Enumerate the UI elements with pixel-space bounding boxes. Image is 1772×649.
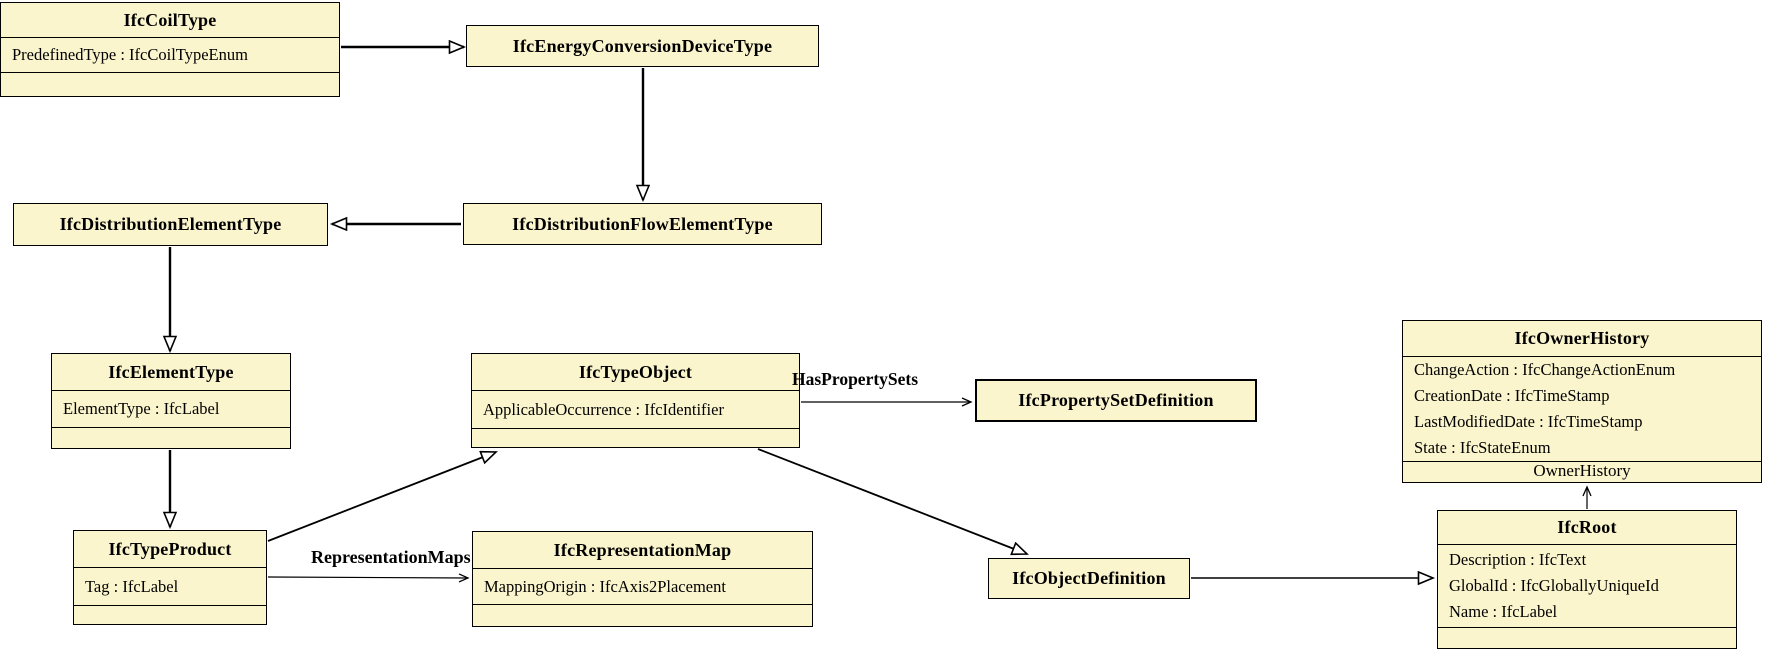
class-attribute: MappingOrigin : IfcAxis2Placement bbox=[484, 576, 726, 596]
class-box-ifcpropertysetdefinition: IfcPropertySetDefinition bbox=[975, 379, 1257, 422]
class-attribute: ChangeAction : IfcChangeActionEnum bbox=[1414, 360, 1676, 379]
edge-assoc-representationmaps bbox=[267, 573, 470, 583]
class-title: IfcOwnerHistory bbox=[1514, 328, 1650, 348]
class-attribute: Tag : IfcLabel bbox=[85, 576, 179, 596]
class-box-ifcroot: IfcRoot Description : IfcText GlobalId :… bbox=[1437, 510, 1737, 649]
edge-gen-typeproduct-to-typeobject bbox=[267, 452, 496, 542]
class-box-ifcenergyconversiondevicetype: IfcEnergyConversionDeviceType bbox=[466, 25, 819, 67]
class-empty-compartment bbox=[1, 72, 339, 96]
class-box-ifcrepresentationmap: IfcRepresentationMap MappingOrigin : Ifc… bbox=[472, 531, 813, 627]
class-box-ifcobjectdefinition: IfcObjectDefinition bbox=[988, 558, 1190, 599]
class-box-ifcdistributionelementtype: IfcDistributionElementType bbox=[13, 203, 328, 246]
class-empty-compartment bbox=[472, 428, 799, 447]
class-box-ifctypeproduct: IfcTypeProduct Tag : IfcLabel bbox=[73, 530, 267, 625]
class-attribute: GlobalId : IfcGloballyUniqueId bbox=[1449, 576, 1659, 595]
edge-label-haspropertysets: HasPropertySets bbox=[792, 369, 919, 389]
class-title: IfcObjectDefinition bbox=[1012, 568, 1166, 588]
class-attribute: ElementType : IfcLabel bbox=[63, 399, 220, 418]
class-empty-compartment bbox=[74, 605, 266, 624]
class-attribute: ApplicableOccurrence : IfcIdentifier bbox=[483, 399, 724, 419]
class-box-ifccoiltype: IfcCoilType PredefinedType : IfcCoilType… bbox=[0, 2, 340, 97]
class-title: IfcTypeProduct bbox=[108, 538, 232, 559]
class-title: IfcRepresentationMap bbox=[553, 539, 732, 560]
class-title: IfcElementType bbox=[108, 361, 234, 382]
class-title: IfcDistributionElementType bbox=[59, 214, 282, 234]
class-box-ifcelementtype: IfcElementType ElementType : IfcLabel bbox=[51, 353, 291, 449]
edge-gen-typeobject-to-objectdefinition bbox=[757, 448, 1027, 554]
class-box-ifctypeobject: IfcTypeObject ApplicableOccurrence : Ifc… bbox=[471, 353, 800, 448]
class-title: IfcRoot bbox=[1557, 517, 1617, 537]
edge-label-representationmaps: RepresentationMaps bbox=[311, 547, 471, 567]
class-attribute: LastModifiedDate : IfcTimeStamp bbox=[1414, 412, 1643, 431]
class-attribute: Name : IfcLabel bbox=[1449, 602, 1558, 621]
class-attribute: State : IfcStateEnum bbox=[1414, 438, 1551, 457]
class-empty-compartment bbox=[52, 427, 290, 448]
class-title: IfcPropertySetDefinition bbox=[1018, 390, 1214, 410]
class-attribute: Description : IfcText bbox=[1449, 550, 1587, 569]
class-box-ifcownerhistory: IfcOwnerHistory ChangeAction : IfcChange… bbox=[1402, 320, 1762, 483]
class-empty-compartment bbox=[1438, 627, 1736, 648]
class-empty-compartment bbox=[473, 604, 812, 626]
class-title: IfcDistributionFlowElementType bbox=[512, 213, 773, 234]
class-empty-compartment bbox=[1403, 461, 1761, 482]
class-title: IfcCoilType bbox=[123, 9, 217, 30]
class-title: IfcEnergyConversionDeviceType bbox=[512, 35, 773, 56]
class-title: IfcTypeObject bbox=[578, 361, 693, 382]
edge-label-ownerhistory: OwnerHistory bbox=[1533, 461, 1631, 480]
class-attribute: CreationDate : IfcTimeStamp bbox=[1414, 386, 1610, 405]
class-attribute: PredefinedType : IfcCoilTypeEnum bbox=[12, 45, 248, 64]
class-box-ifcdistributionflowelementtype: IfcDistributionFlowElementType bbox=[463, 203, 822, 245]
